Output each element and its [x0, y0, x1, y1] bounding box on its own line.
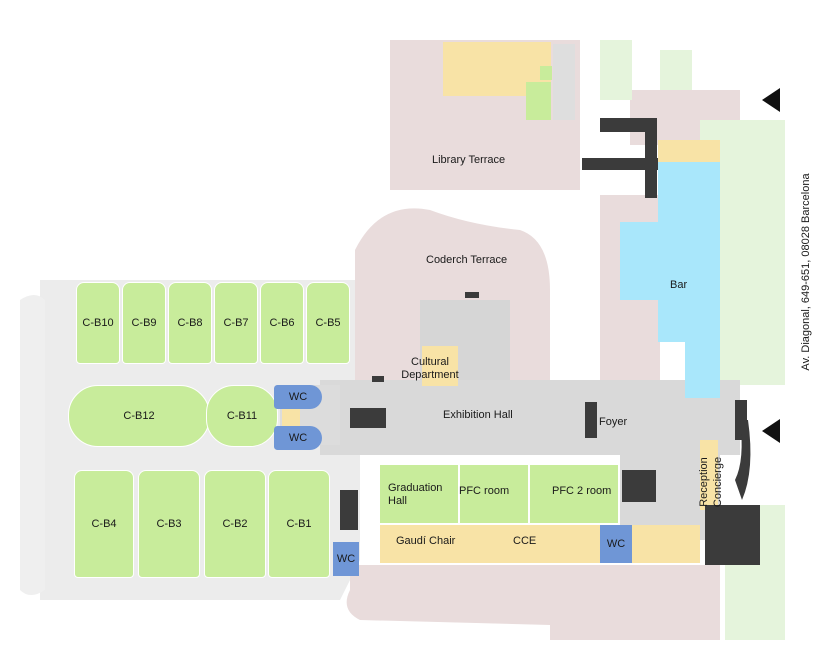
classroom-c-b4[interactable]: C-B4: [74, 470, 134, 578]
pfc-2-room-label[interactable]: PFC 2 room: [552, 485, 612, 497]
concierge-label[interactable]: Concierge: [712, 456, 724, 508]
exhibition-hall-label[interactable]: Exhibition Hall: [443, 409, 513, 421]
classroom-label: C-B1: [286, 517, 312, 530]
reception-label[interactable]: Reception: [698, 457, 710, 507]
bar-label[interactable]: Bar: [670, 279, 688, 291]
classroom-c-b2[interactable]: C-B2: [204, 470, 266, 578]
classroom-c-b6[interactable]: C-B6: [260, 282, 304, 364]
classroom-label: C-B9: [131, 316, 157, 329]
classroom-c-b10[interactable]: C-B10: [76, 282, 120, 364]
wc-lower-left[interactable]: WC: [274, 426, 322, 450]
classroom-c-b7[interactable]: C-B7: [214, 282, 258, 364]
wc-upper-left[interactable]: WC: [274, 385, 322, 409]
wc-bottom-right[interactable]: WC: [600, 525, 632, 563]
classroom-label: C-B10: [82, 316, 114, 329]
library-terrace-label: Library Terrace: [432, 154, 506, 166]
wc-service-area: [282, 409, 300, 426]
cultural-department-label[interactable]: Cultural Department: [401, 356, 459, 381]
wc-label: WC: [336, 552, 356, 565]
classroom-label: C-B8: [177, 316, 203, 329]
address-label: Av. Diagonal, 649-651, 08028 Barcelona: [800, 173, 812, 371]
foyer-label[interactable]: Foyer: [599, 416, 628, 428]
wc-label: WC: [606, 537, 626, 550]
classroom-label: C-B12: [123, 409, 155, 422]
wc-bottom-left[interactable]: WC: [333, 542, 359, 576]
classroom-c-b5[interactable]: C-B5: [306, 282, 350, 364]
classroom-c-b12[interactable]: C-B12: [68, 385, 210, 447]
classroom-c-b9[interactable]: C-B9: [122, 282, 166, 364]
classroom-c-b8[interactable]: C-B8: [168, 282, 212, 364]
entrance-marker-bottom: [762, 419, 780, 443]
wc-label: WC: [288, 431, 308, 444]
classroom-label: C-B6: [269, 316, 295, 329]
classroom-label: C-B2: [222, 517, 248, 530]
classroom-label: C-B3: [156, 517, 182, 530]
wc-label: WC: [288, 390, 308, 403]
classroom-label: C-B5: [315, 316, 341, 329]
graduation-hall-label[interactable]: Graduation Hall: [388, 482, 443, 507]
classroom-c-b3[interactable]: C-B3: [138, 470, 200, 578]
cultural-department-room: [422, 346, 458, 386]
pfc-room-label[interactable]: PFC room: [459, 485, 510, 497]
classroom-c-b11[interactable]: C-B11: [206, 385, 278, 447]
cce-label[interactable]: CCE: [513, 535, 537, 547]
classroom-label: C-B11: [226, 409, 258, 422]
classroom-label: C-B4: [91, 517, 117, 530]
classroom-c-b1[interactable]: C-B1: [268, 470, 330, 578]
entrance-marker-top: [762, 88, 780, 112]
classroom-label: C-B7: [223, 316, 249, 329]
coderch-terrace-label: Coderch Terrace: [426, 254, 508, 266]
gaudi-chair-label[interactable]: Gaudí Chair: [396, 535, 456, 547]
